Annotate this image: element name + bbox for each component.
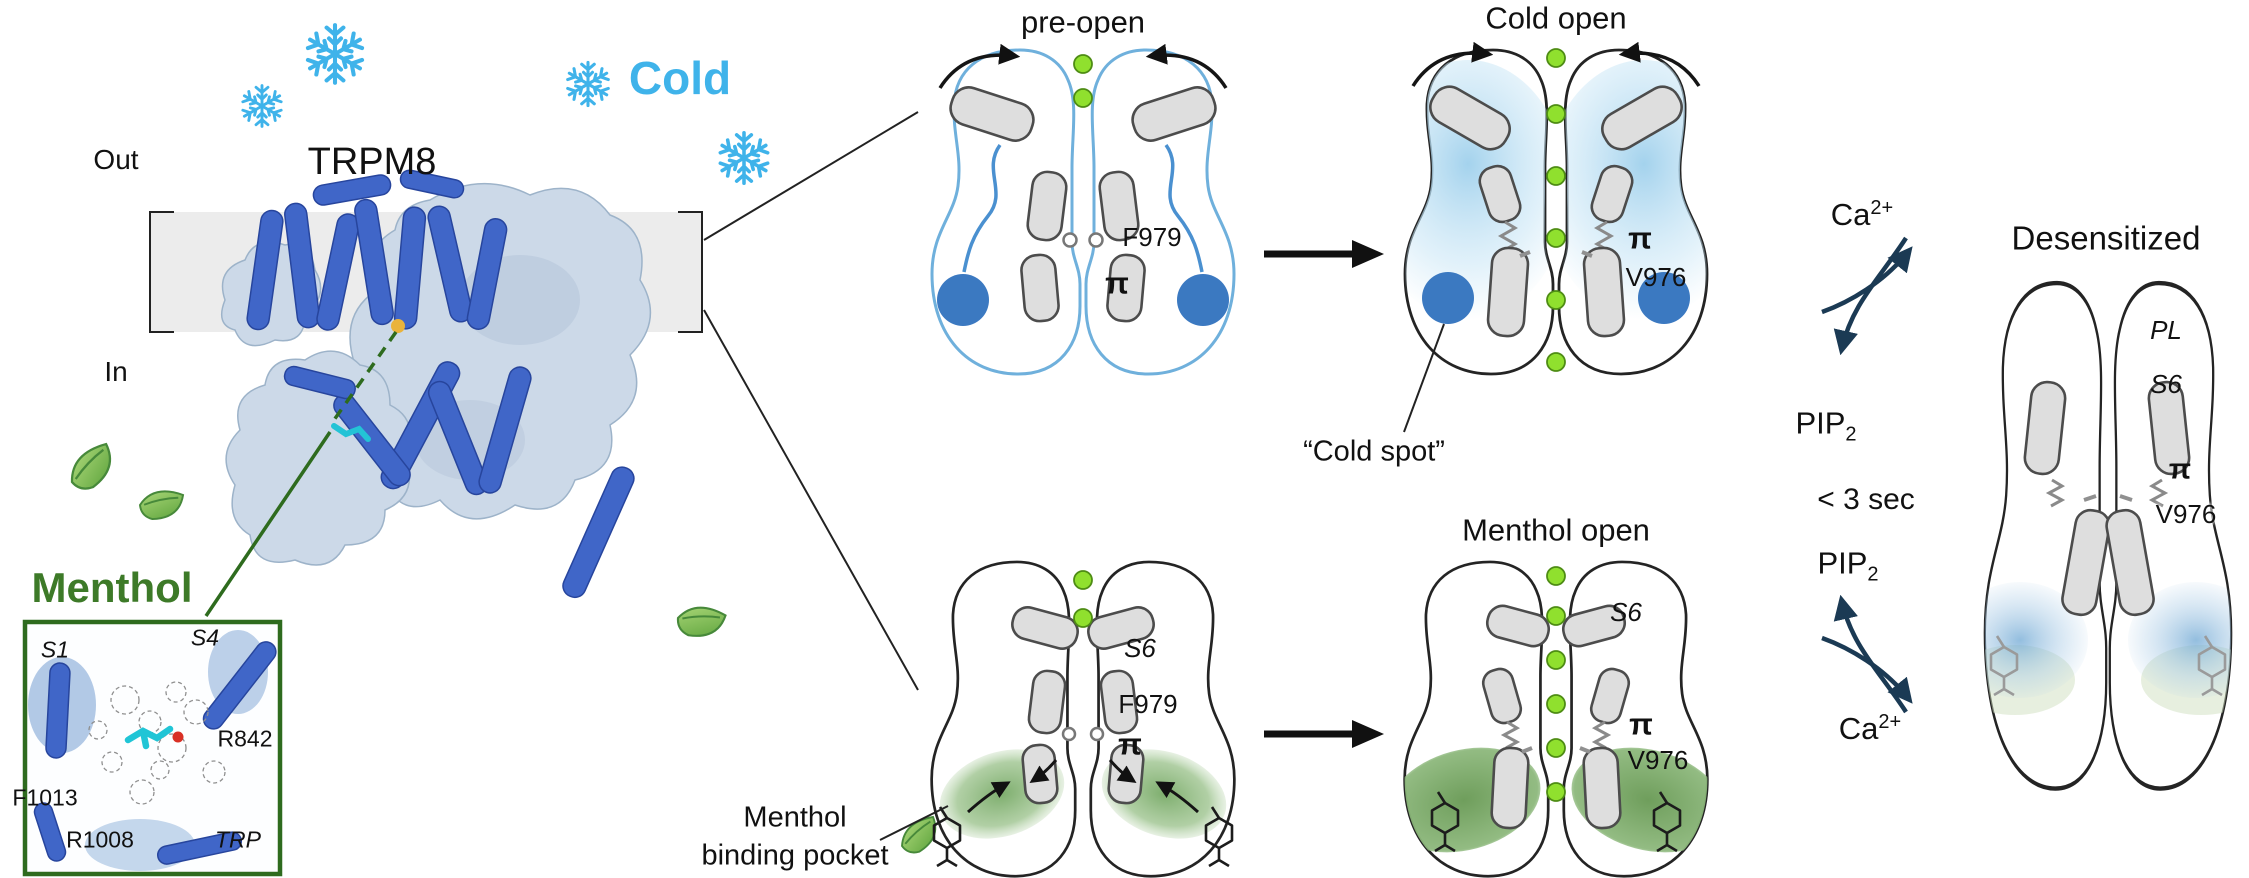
menthol-ligand-sticks	[331, 423, 371, 442]
cold-open-v976-label: V976	[1625, 262, 1687, 292]
menthol-pocket-label-line1: Menthol	[743, 801, 847, 834]
menthol-pocket-label-line2: binding pocket	[701, 839, 889, 872]
inset-trp-label: TRP	[215, 826, 261, 853]
desensitized-pi-label: π	[2168, 453, 2192, 486]
cold-spot-dot-right	[1638, 272, 1690, 324]
ion-dot-icon	[1073, 54, 1093, 108]
menthol-open-cartoon	[1403, 560, 1709, 878]
in-label: In	[104, 356, 128, 387]
pip2-top-label: PIP2	[1795, 405, 1857, 446]
cold-spot-dot-left	[937, 274, 989, 326]
menthol-binding-inset	[22, 619, 283, 877]
connector-line-top	[703, 111, 919, 241]
cold-spot-label: “Cold spot”	[1303, 435, 1445, 468]
cold-spot-dot-right	[1177, 274, 1229, 326]
oxygen-dot	[172, 731, 184, 743]
transition-arrow-bottom	[1264, 720, 1384, 748]
inset-r1008-label: R1008	[66, 826, 134, 853]
cold-spot-dot-left	[1422, 272, 1474, 324]
cold-label: Cold	[628, 52, 732, 104]
ca-pip2-cycle-arrows	[1821, 236, 1913, 714]
pre-open-title: pre-open	[1020, 4, 1146, 40]
ion-dot-icon	[1546, 566, 1566, 802]
desensitized-pl-label: PL	[2150, 315, 2182, 345]
trpm8-label: TRPM8	[307, 141, 437, 183]
menthol-open-s6-label: S6	[1610, 597, 1642, 627]
time-label: < 3 sec	[1817, 483, 1915, 516]
pip2-bottom-label: PIP2	[1817, 545, 1879, 586]
rotate-arrow-right	[1145, 43, 1228, 89]
menthol-label: Menthol	[31, 564, 193, 611]
ca2-top-label: Ca2+	[1830, 196, 1894, 233]
ca2-bottom-label: Ca2+	[1838, 710, 1902, 747]
menthol-closed-s6-label: S6	[1124, 633, 1156, 663]
membrane-bracket-right	[678, 211, 703, 333]
rotate-arrow-left	[938, 43, 1021, 89]
connector-line-bottom	[703, 309, 919, 691]
pre-open-cartoon	[930, 43, 1236, 376]
rotate-arrow-right	[1618, 41, 1701, 87]
inset-s1-label: S1	[40, 636, 70, 663]
cold-open-title: Cold open	[1485, 0, 1627, 36]
menthol-closed-pi-label: π	[1118, 726, 1142, 762]
rotate-arrow-left	[1411, 41, 1494, 87]
menthol-site-solid-line	[204, 431, 332, 617]
desensitized-title: Desensitized	[2011, 219, 2201, 257]
pre-open-pi-label: π	[1105, 265, 1129, 301]
f979-residue-right	[1088, 232, 1104, 248]
cold-wash	[1405, 60, 1707, 320]
menthol-open-pi-label: π	[1629, 706, 1653, 742]
inset-r842-label: R842	[217, 725, 273, 752]
transition-arrow-top	[1264, 240, 1384, 268]
lipid-site-dot	[391, 319, 405, 333]
menthol-open-title: Menthol open	[1462, 512, 1650, 548]
membrane-bracket-left	[149, 211, 174, 333]
desensitized-v976-label: V976	[2155, 499, 2217, 529]
cold-spot-pointer-line	[1403, 323, 1445, 433]
inset-f1013-label: F1013	[12, 784, 78, 811]
desensitized-s6-label: S6	[2150, 369, 2182, 399]
inset-s4-label: S4	[190, 624, 220, 651]
menthol-closed-f979-label: F979	[1118, 689, 1178, 719]
pocket-pointer-line	[879, 805, 949, 841]
helix-bundle	[246, 169, 635, 599]
out-label: Out	[93, 144, 139, 175]
f979-residue-left	[1062, 232, 1078, 248]
desensitized-cartoon	[1952, 283, 2249, 788]
pre-open-f979-label: F979	[1122, 222, 1182, 252]
menthol-closed-cartoon	[879, 560, 1236, 878]
trp-linker-right	[1164, 143, 1204, 273]
menthol-open-v976-label: V976	[1627, 745, 1689, 775]
cold-open-pi-label: π	[1628, 220, 1652, 256]
ion-dot-icon	[1073, 570, 1093, 628]
trp-linker-left	[962, 143, 1002, 273]
menthol-ligand-inset-sticks	[124, 725, 174, 750]
cold-open-cartoon	[1403, 41, 1709, 433]
trpm8-structure	[204, 169, 652, 617]
